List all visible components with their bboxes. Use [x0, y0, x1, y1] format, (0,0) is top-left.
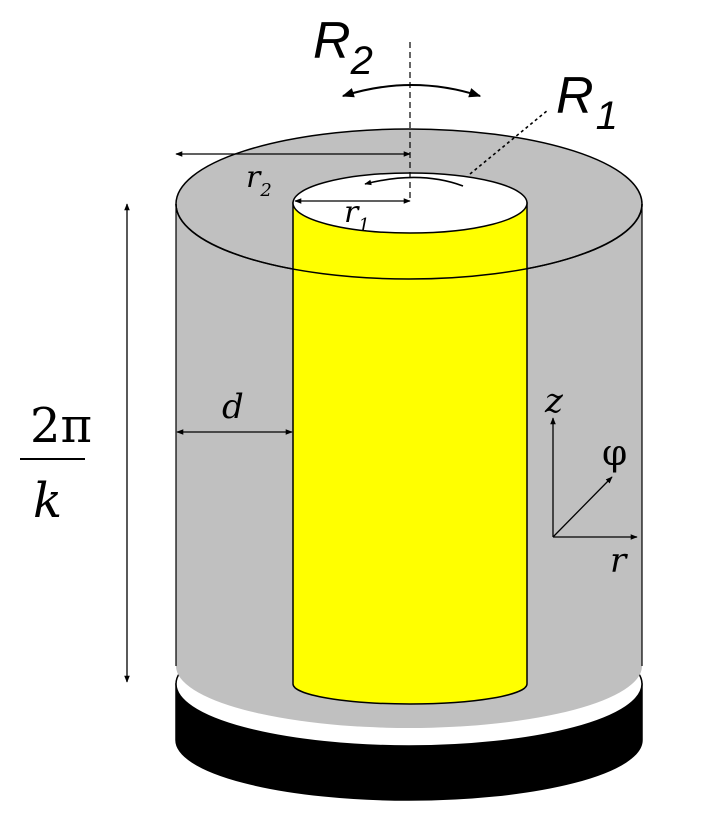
phi-axis-arrow — [552, 476, 613, 538]
label-R2: R2 — [313, 12, 373, 83]
label-r2: r2 — [246, 160, 272, 201]
height-denominator: k — [33, 473, 62, 529]
label-axis-r: r — [610, 541, 628, 581]
label-r1: r1 — [344, 195, 370, 236]
label-height-fraction: 2π k — [20, 398, 92, 529]
r1-leader-line — [469, 109, 549, 175]
outer-top-front-rim — [175, 203, 643, 280]
label-axis-z: z — [544, 381, 564, 421]
r2-rotation-arrow — [341, 84, 482, 98]
coordinate-axes — [550, 417, 638, 540]
label-axis-phi: φ — [602, 433, 627, 474]
label-R1: R1 — [556, 67, 618, 138]
label-d: d — [222, 387, 244, 427]
inner-cylinder — [292, 172, 528, 705]
r1-rotation-arrow — [364, 176, 464, 187]
inner-cylinder-body — [292, 202, 528, 705]
height-numerator: 2π — [30, 398, 92, 454]
